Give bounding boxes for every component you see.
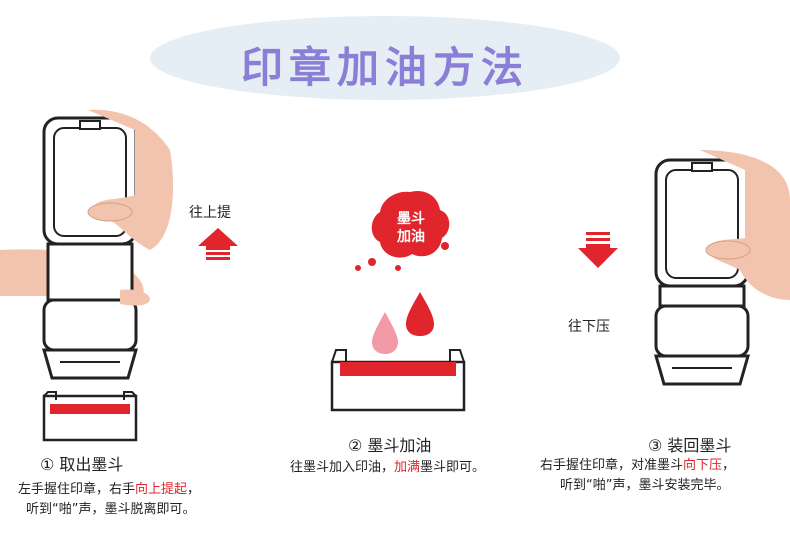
ink-drop-red-icon bbox=[406, 292, 434, 336]
step3-desc-post: ， bbox=[722, 458, 736, 473]
title-banner: 印章加油方法 bbox=[150, 16, 620, 100]
step1-desc-post: ， bbox=[187, 482, 201, 497]
step1-illustration bbox=[0, 109, 238, 442]
step1-desc-pre: 左手握住印章，右手 bbox=[18, 482, 136, 497]
step3-illustration bbox=[578, 150, 790, 386]
step2-title: ② 墨斗加油 bbox=[348, 436, 432, 455]
step3-desc-highlight: 向下压 bbox=[683, 458, 723, 473]
down-arrow-icon bbox=[578, 232, 618, 268]
up-arrow-label: 往上提 bbox=[189, 205, 231, 221]
badge-line2: 加油 bbox=[397, 229, 425, 245]
ink-badge-icon bbox=[355, 190, 450, 271]
step2-desc-pre: 往墨斗加入印油， bbox=[290, 460, 395, 475]
step2-desc-post: 墨斗即可。 bbox=[420, 460, 486, 475]
step2-desc: 往墨斗加入印油，加满墨斗即可。 bbox=[290, 458, 485, 478]
step3-desc-line2: 听到“啪”声，墨斗安装完毕。 bbox=[560, 478, 730, 493]
step3-desc-pre: 右手握住印章，对准墨斗 bbox=[540, 458, 684, 473]
badge-line1: 墨斗 bbox=[397, 211, 425, 227]
step1-desc-highlight: 向上提起 bbox=[135, 482, 188, 497]
step1-desc-line1: 左手握住印章，右手向上提起， bbox=[18, 480, 200, 500]
page-title: 印章加油方法 bbox=[240, 43, 529, 92]
ink-pad-icon bbox=[42, 394, 138, 442]
ink-drop-pink-icon bbox=[372, 312, 398, 354]
step1-title: ① 取出墨斗 bbox=[40, 455, 124, 474]
step2-desc-highlight: 加满 bbox=[394, 460, 421, 475]
up-arrow-icon bbox=[198, 228, 238, 260]
step1-desc-line2: 听到“啪”声，墨斗脱离即可。 bbox=[26, 502, 196, 517]
down-arrow-label: 往下压 bbox=[568, 319, 610, 335]
step2-illustration bbox=[330, 190, 466, 412]
right-hand-icon-2 bbox=[700, 150, 790, 300]
step3-title: ③ 装回墨斗 bbox=[648, 436, 732, 455]
badge-label: 墨斗 加油 bbox=[386, 210, 436, 246]
step3-desc-line1: 右手握住印章，对准墨斗向下压， bbox=[540, 456, 735, 476]
stamp-body-icon bbox=[46, 242, 134, 302]
